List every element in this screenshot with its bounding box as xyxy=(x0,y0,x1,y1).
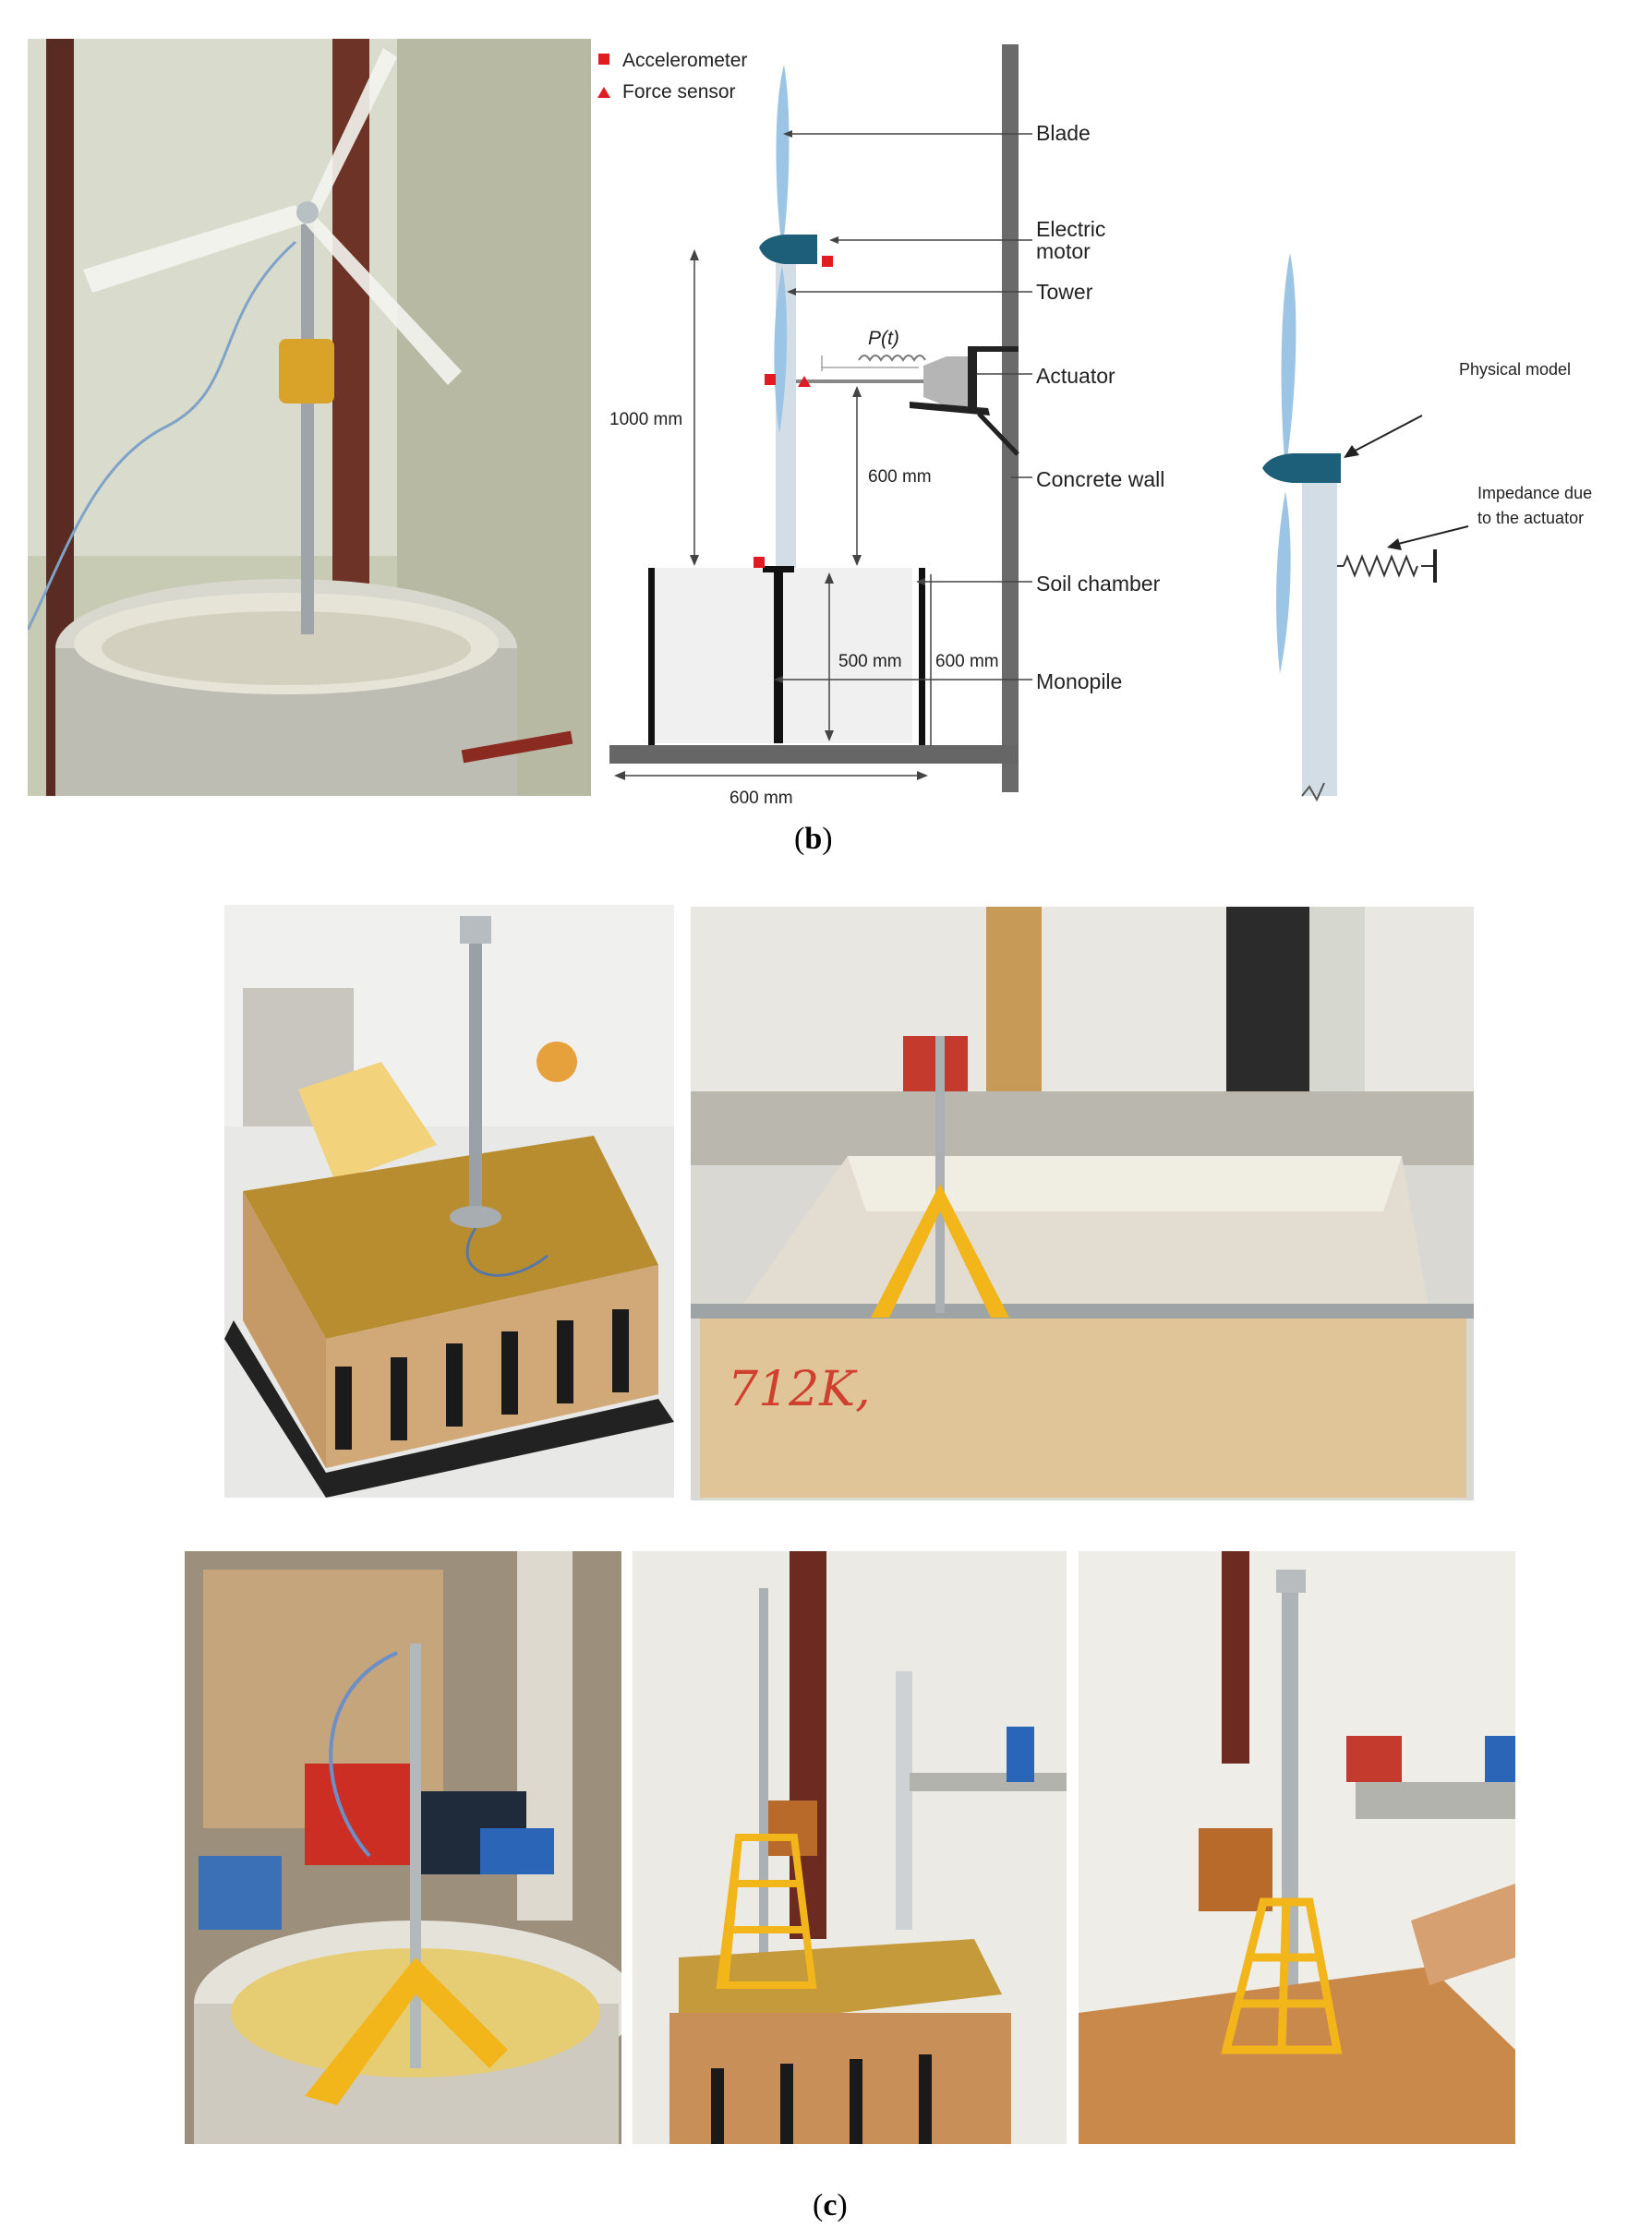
photo-tripod-soil-box: 712K, xyxy=(691,907,1474,1500)
monopile xyxy=(774,571,783,743)
dim-600mm-actuator: 600 mm xyxy=(868,467,932,487)
label-soil-chamber: Soil chamber xyxy=(1036,572,1161,596)
concrete-wall xyxy=(1002,44,1019,792)
load-label: P(t) xyxy=(868,328,899,349)
photo-tripod-cylinder xyxy=(185,1551,621,2144)
electric-motor xyxy=(759,235,817,264)
label-tower: Tower xyxy=(1036,280,1093,304)
legend-force-sensor: Force sensor xyxy=(622,81,736,102)
yellow-tetrapod-frame xyxy=(716,1834,817,1989)
tower-accelerometer xyxy=(765,374,776,385)
label-blade: Blade xyxy=(1036,121,1091,145)
dim-1000mm: 1000 mm xyxy=(609,410,682,429)
tripod-legs xyxy=(305,1957,508,2105)
motor-accelerometer xyxy=(822,256,833,267)
upper-blade xyxy=(776,65,790,249)
actuator xyxy=(923,356,968,406)
label-concrete-wall: Concrete wall xyxy=(1036,467,1164,491)
sand-floor xyxy=(1079,1967,1515,2144)
label-actuator: Actuator xyxy=(1036,364,1115,388)
yellow-tetrapod-frame-2 xyxy=(1221,1897,1343,2054)
label-physical-model: Physical model xyxy=(1459,360,1571,379)
caption-c: (c) xyxy=(813,2188,848,2222)
caption-c-letter: c xyxy=(823,2188,838,2222)
photo-tetrapod-soil-box-2 xyxy=(1079,1551,1515,2144)
photo-tetrapod-soil-box-1 xyxy=(633,1551,1067,2144)
force-sensor-legend-marker xyxy=(597,87,610,98)
label-impedance-2: to the actuator xyxy=(1477,509,1584,527)
dim-600mm-width: 600 mm xyxy=(730,789,793,808)
model-motor xyxy=(1262,453,1341,483)
label-impedance-1: Impedance due xyxy=(1477,484,1592,502)
pile-accelerometer xyxy=(754,557,765,568)
setup-schematic-diagram: Accelerometer Force sensor P(t) xyxy=(591,28,1644,813)
photo-turbine-cylinder xyxy=(28,39,591,796)
model-upper-blade xyxy=(1281,253,1296,471)
caption-b: (b) xyxy=(794,822,833,856)
model-lower-blade xyxy=(1276,491,1291,674)
label-electric: Electric xyxy=(1036,217,1105,241)
lower-blade xyxy=(774,266,788,434)
label-motor: motor xyxy=(1036,239,1091,263)
chamber-base xyxy=(609,745,1018,764)
legend-accelerometer: Accelerometer xyxy=(622,50,747,71)
dim-600mm-chamber: 600 mm xyxy=(935,652,999,671)
impedance-spring xyxy=(1343,554,1418,578)
box-marking-text: 712K, xyxy=(728,1362,871,1417)
wooden-box-front xyxy=(700,1313,1466,1498)
model-tower xyxy=(1302,480,1337,796)
label-monopile: Monopile xyxy=(1036,669,1122,693)
dim-500mm: 500 mm xyxy=(838,652,902,671)
yellow-tripod xyxy=(871,1184,1009,1318)
accelerometer-legend-marker xyxy=(598,54,609,65)
wooden-box xyxy=(669,2013,1011,2144)
caption-b-letter: b xyxy=(804,822,823,856)
tower-force-sensor xyxy=(798,376,811,387)
monopile-rod xyxy=(469,933,482,1228)
photo-monopile-soil-box xyxy=(224,905,674,1498)
